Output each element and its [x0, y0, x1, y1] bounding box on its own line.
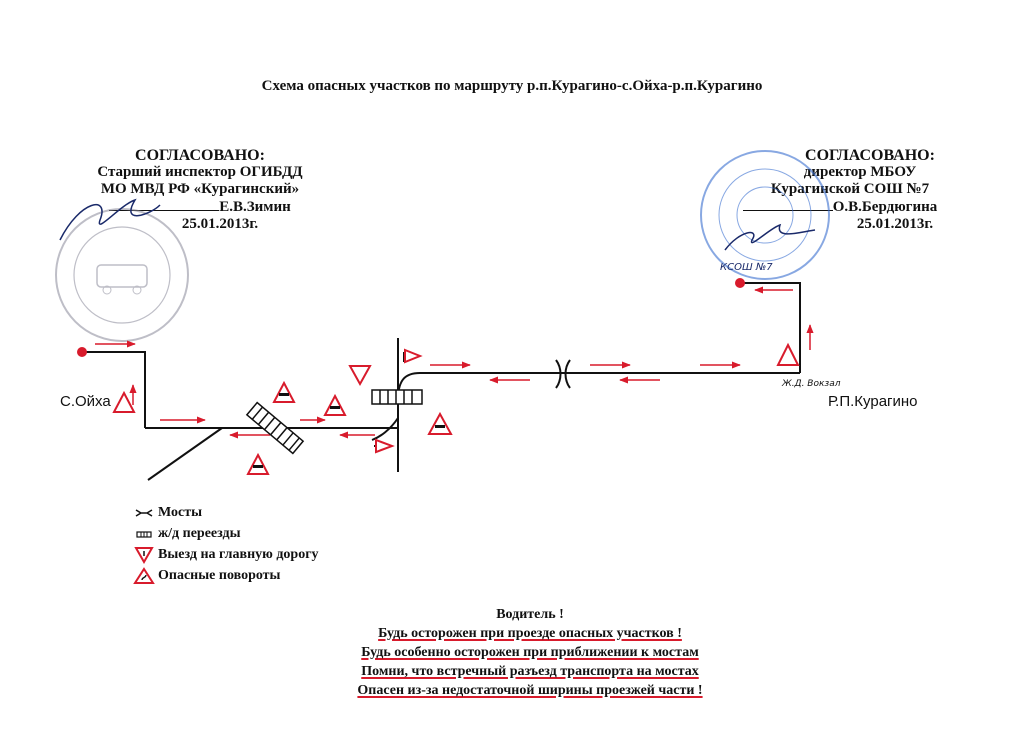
- warning-line: Будь особенно осторожен при приближении …: [361, 645, 699, 660]
- legend-item-dangerous-turn: Опасные повороты: [133, 565, 319, 586]
- dangerous-turn-icon: [323, 393, 347, 416]
- yield-sign-icon: [134, 546, 154, 564]
- legend-item-yield: Выезд на главную дорогу: [133, 544, 319, 565]
- driver-warning: Водитель ! Будь осторожен при проезде оп…: [300, 605, 760, 700]
- approval-left-line1: Старший инспектор ОГИБДД: [97, 164, 303, 180]
- bridge-icon: [135, 508, 153, 517]
- approval-right-name: О.В.Бердюгина: [832, 199, 938, 215]
- road-curve-south: [371, 417, 399, 441]
- stamp-right: [700, 150, 830, 280]
- railway-crossing-icon: [136, 530, 152, 538]
- start-point: [77, 347, 87, 357]
- warning-line: Помни, что встречный разъезд транспорта …: [361, 664, 699, 679]
- approval-left-name: Е.В.Зимин: [219, 199, 291, 215]
- traffic-flags: [374, 348, 423, 454]
- label-start-village: С.Ойха: [60, 393, 111, 410]
- road-oyha-branch: [82, 351, 146, 428]
- approval-left: СОГЛАСОВАНО: Старший инспектор ОГИБДД МО…: [50, 147, 350, 233]
- stamp-left: [55, 208, 189, 342]
- approval-left-heading: СОГЛАСОВАНО:: [135, 147, 265, 164]
- road-kuragino-branch: [740, 282, 801, 373]
- yield-sign-icon: [112, 390, 136, 413]
- approval-right-line2: Курагинской СОШ №7: [770, 181, 930, 197]
- legend-label: Опасные повороты: [158, 568, 281, 583]
- legend-label: ж/д переезды: [158, 526, 241, 541]
- approval-right-date: 25.01.2013г.: [856, 216, 934, 232]
- signature-left: [59, 198, 161, 241]
- legend-label: Выезд на главную дорогу: [158, 547, 319, 562]
- railway-crossing-west: [245, 401, 305, 455]
- warning-line: Опасен из-за недостаточной ширины проезж…: [357, 683, 703, 698]
- dangerous-turn-icon: [272, 380, 296, 403]
- approval-left-line2: МО МВД РФ «Курагинский»: [100, 181, 300, 197]
- road-signs: [112, 342, 800, 475]
- label-end-town: Р.П.Курагино: [828, 393, 918, 410]
- approval-right: СОГЛАСОВАНО: директор МБОУ Курагинской С…: [720, 147, 960, 233]
- approval-right-line1: директор МБОУ: [803, 164, 917, 180]
- signature-line-left: [109, 198, 220, 211]
- railway-crossing-center: [371, 389, 423, 405]
- dangerous-turn-icon: [246, 452, 270, 475]
- warning-heading: Водитель !: [496, 607, 564, 622]
- yield-sign-icon: [348, 365, 372, 387]
- road-spur: [147, 427, 223, 481]
- label-railway-station: Ж.Д. Вокзал: [782, 379, 841, 389]
- dangerous-turn-icon: [133, 566, 155, 584]
- signature-line-right: [742, 198, 833, 211]
- page-title: Схема опасных участков по маршруту р.п.К…: [261, 78, 763, 94]
- legend: Мосты ж/д переезды Выезд на главную доро…: [133, 502, 319, 586]
- warning-line: Будь осторожен при проезде опасных участ…: [378, 626, 682, 641]
- sign-glyphs: [253, 393, 445, 468]
- roads: [82, 282, 801, 481]
- end-point: [735, 278, 745, 288]
- approval-right-heading: СОГЛАСОВАНО:: [805, 147, 935, 164]
- dangerous-turn-icon: [427, 411, 453, 435]
- yield-sign-icon: [776, 342, 800, 366]
- approval-left-date: 25.01.2013г.: [181, 216, 259, 232]
- legend-label: Мосты: [158, 505, 203, 520]
- label-school-mark: КСОШ №7: [720, 262, 773, 273]
- road-main-east: [397, 372, 800, 401]
- signature-right: [724, 223, 816, 251]
- route-arrows: [95, 286, 814, 439]
- legend-item-bridge: Мосты: [133, 502, 319, 523]
- bridge-marker: [555, 359, 571, 389]
- legend-item-railway-crossing: ж/д переезды: [133, 523, 319, 544]
